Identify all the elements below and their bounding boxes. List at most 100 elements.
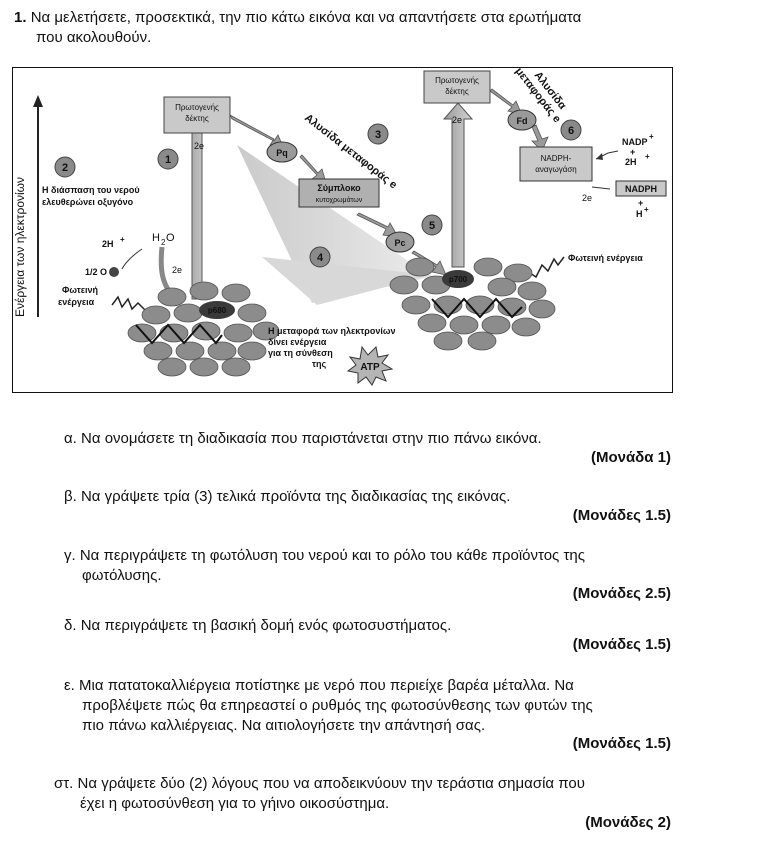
ps1-energy-path — [431, 297, 523, 319]
subquestion-e: ε. Μια πατατοκαλλιέργεια ποτίστηκε με νε… — [64, 676, 593, 736]
primary-acceptor-ps1-line1: Πρωτογενής — [435, 76, 479, 85]
two-e-label-3: 2e — [172, 265, 182, 275]
h-plus-label: H — [636, 209, 643, 219]
reductase-line1: NADPH- — [541, 154, 572, 163]
primary-acceptor-ps1-line2: δέκτης — [445, 87, 469, 96]
plus-sign-1: + — [630, 147, 635, 157]
step-circle-1: 1 — [157, 148, 179, 170]
subquestion-b-text: Να γράψετε τρία (3) τελικά προϊόντα της … — [80, 488, 511, 505]
photosynthesis-diagram: Ενέργεια των ηλεκτρονίων Πρωτογενής δέκτ… — [12, 67, 673, 393]
question-line-2: που ακολουθούν. — [36, 29, 152, 46]
subquestion-a: α. Να ονομάσετε τη διαδικασία που παριστ… — [64, 429, 542, 449]
subquestion-e-text-3: πιο πάνω καλλιέργειας. Να αιτιολογήσετε … — [82, 717, 486, 734]
h-plus-charge: + — [644, 205, 649, 214]
light-energy-left-line2: ενέργεια — [58, 297, 95, 307]
subquestion-d-marks: (Μονάδες 1.5) — [572, 636, 671, 653]
water-split-note-line1: Η διάσπαση του νερού — [42, 185, 140, 195]
p700-center — [442, 270, 474, 288]
two-h-plus-label: 2H — [625, 157, 637, 167]
subquestion-c-text-1: Να περιγράψετε τη φωτόλυση του νερού και… — [79, 547, 585, 564]
two-h-left-charge: + — [120, 235, 125, 244]
step-circle-3: 3 — [367, 123, 389, 145]
subquestion-e-text-1: Μια πατατοκαλλιέργεια ποτίστηκε με νερό … — [79, 677, 574, 694]
svg-text:3: 3 — [375, 129, 381, 141]
svg-text:6: 6 — [568, 125, 574, 137]
pq-label: Pq — [276, 148, 288, 158]
subquestion-a-marks: (Μονάδα 1) — [590, 449, 671, 466]
subquestion-c-label: γ. — [64, 547, 76, 564]
subquestion-e-marks: (Μονάδες 1.5) — [572, 735, 671, 752]
water-split-note-line2: ελευθερώνει οξυγόνο — [42, 197, 134, 207]
plus-sign-2: + — [638, 198, 643, 208]
svg-text:5: 5 — [429, 220, 435, 232]
atp-note-line4: της — [312, 359, 327, 369]
subquestion-a-text: Να ονομάσετε τη διαδικασία που παριστάνε… — [81, 430, 542, 447]
primary-acceptor-ps2-line2: δέκτης — [185, 114, 209, 123]
complex-line1: Σύμπλοκο — [317, 183, 361, 193]
arrow-to-reductase — [531, 124, 549, 152]
subquestion-b-marks: (Μονάδες 1.5) — [572, 507, 671, 524]
nadp-plus-charge: + — [649, 132, 654, 141]
two-h-charge: + — [645, 152, 650, 161]
water-product-arrow — [121, 248, 143, 270]
question-title: 1. Να μελετήσετε, προσεκτικά, την πιο κά… — [14, 8, 744, 48]
pc-carrier — [385, 231, 415, 253]
arrow-to-fd — [489, 88, 523, 116]
atp-note-line2: δίνει ενέργεια — [268, 337, 327, 347]
svg-text:4: 4 — [317, 252, 324, 264]
two-e-label-2: 2e — [452, 115, 462, 125]
subquestion-d-text: Να περιγράψετε τη βασική δομή ενός φωτοσ… — [80, 617, 452, 634]
atp-note-line1: Η μεταφορά των ηλεκτρονίων — [268, 326, 395, 336]
atp-note-line3: για τη σύνθεση — [268, 348, 333, 358]
energy-axis-arrowhead — [33, 95, 43, 107]
pc-label: Pc — [394, 238, 405, 248]
light-wave-right — [529, 256, 565, 279]
nadp-input-arrowhead — [596, 153, 603, 160]
subquestion-e-label: ε. — [64, 677, 75, 694]
primary-acceptor-ps1 — [423, 70, 491, 104]
p680-label: p680 — [208, 306, 227, 315]
ps1-excitation-arrow — [442, 102, 474, 268]
photosystem-1-cluster — [389, 257, 556, 351]
pq-carrier — [266, 141, 298, 163]
atp-label: ATP — [360, 362, 380, 373]
step-circle-5: 5 — [421, 214, 443, 236]
primary-acceptor-ps2-line1: Πρωτογενής — [175, 103, 219, 112]
ps2-energy-path — [135, 323, 223, 345]
light-wave-left — [111, 295, 147, 312]
step-circle-2: 2 — [54, 156, 76, 178]
nadp-reductase — [519, 146, 593, 182]
subquestion-c: γ. Να περιγράψετε τη φωτόλυση του νερού … — [64, 546, 585, 586]
half-o2-label: 1/2 O — [85, 267, 107, 277]
subquestion-f: στ. Να γράψετε δύο (2) λόγους που να απο… — [54, 774, 585, 814]
subquestion-d: δ. Να περιγράψετε τη βασική δομή ενός φω… — [64, 616, 451, 636]
light-energy-right: Φωτεινή ενέργεια — [568, 253, 643, 263]
arrow-to-p700 — [411, 250, 447, 276]
svg-text:2: 2 — [62, 162, 68, 174]
subquestion-b: β. Να γράψετε τρία (3) τελικά προϊόντα τ… — [64, 487, 510, 507]
p680-center — [199, 301, 235, 319]
arrow-to-pc — [356, 212, 399, 238]
nadph-box — [615, 180, 667, 197]
water-o: O — [166, 232, 175, 244]
subquestion-c-text-2: φωτόλυσης. — [82, 567, 162, 584]
subquestion-b-label: β. — [64, 488, 77, 505]
subquestion-f-text-2: έχει η φωτοσύνθεση για το γήινο οικοσύστ… — [80, 795, 390, 812]
nadph-output-arrow — [591, 186, 611, 190]
nadph-label: NADPH — [625, 184, 657, 194]
water-sub: 2 — [161, 238, 166, 247]
fd-carrier — [507, 109, 537, 131]
reductase-line2: αναγωγάση — [535, 165, 577, 174]
subquestion-f-text-1: Να γράψετε δύο (2) λόγους που να αποδεικ… — [77, 775, 585, 792]
two-h-left: 2H — [102, 239, 114, 249]
complex-line2: κυτοχρωμάτων — [316, 196, 363, 204]
step-circle-4: 4 — [309, 246, 331, 268]
question-number: 1. — [14, 9, 27, 26]
oxygen-circle — [109, 267, 119, 277]
light-energy-left-line1: Φωτεινή — [62, 285, 98, 295]
water-h: H — [152, 232, 160, 244]
subquestion-e-text-2: προβλέψετε πώς θα επηρεαστεί ο ρυθμός τη… — [82, 697, 593, 714]
electron-flow-cone — [237, 145, 432, 303]
atp-burst-icon — [346, 345, 394, 386]
nadp-plus-label: NADP — [622, 137, 648, 147]
